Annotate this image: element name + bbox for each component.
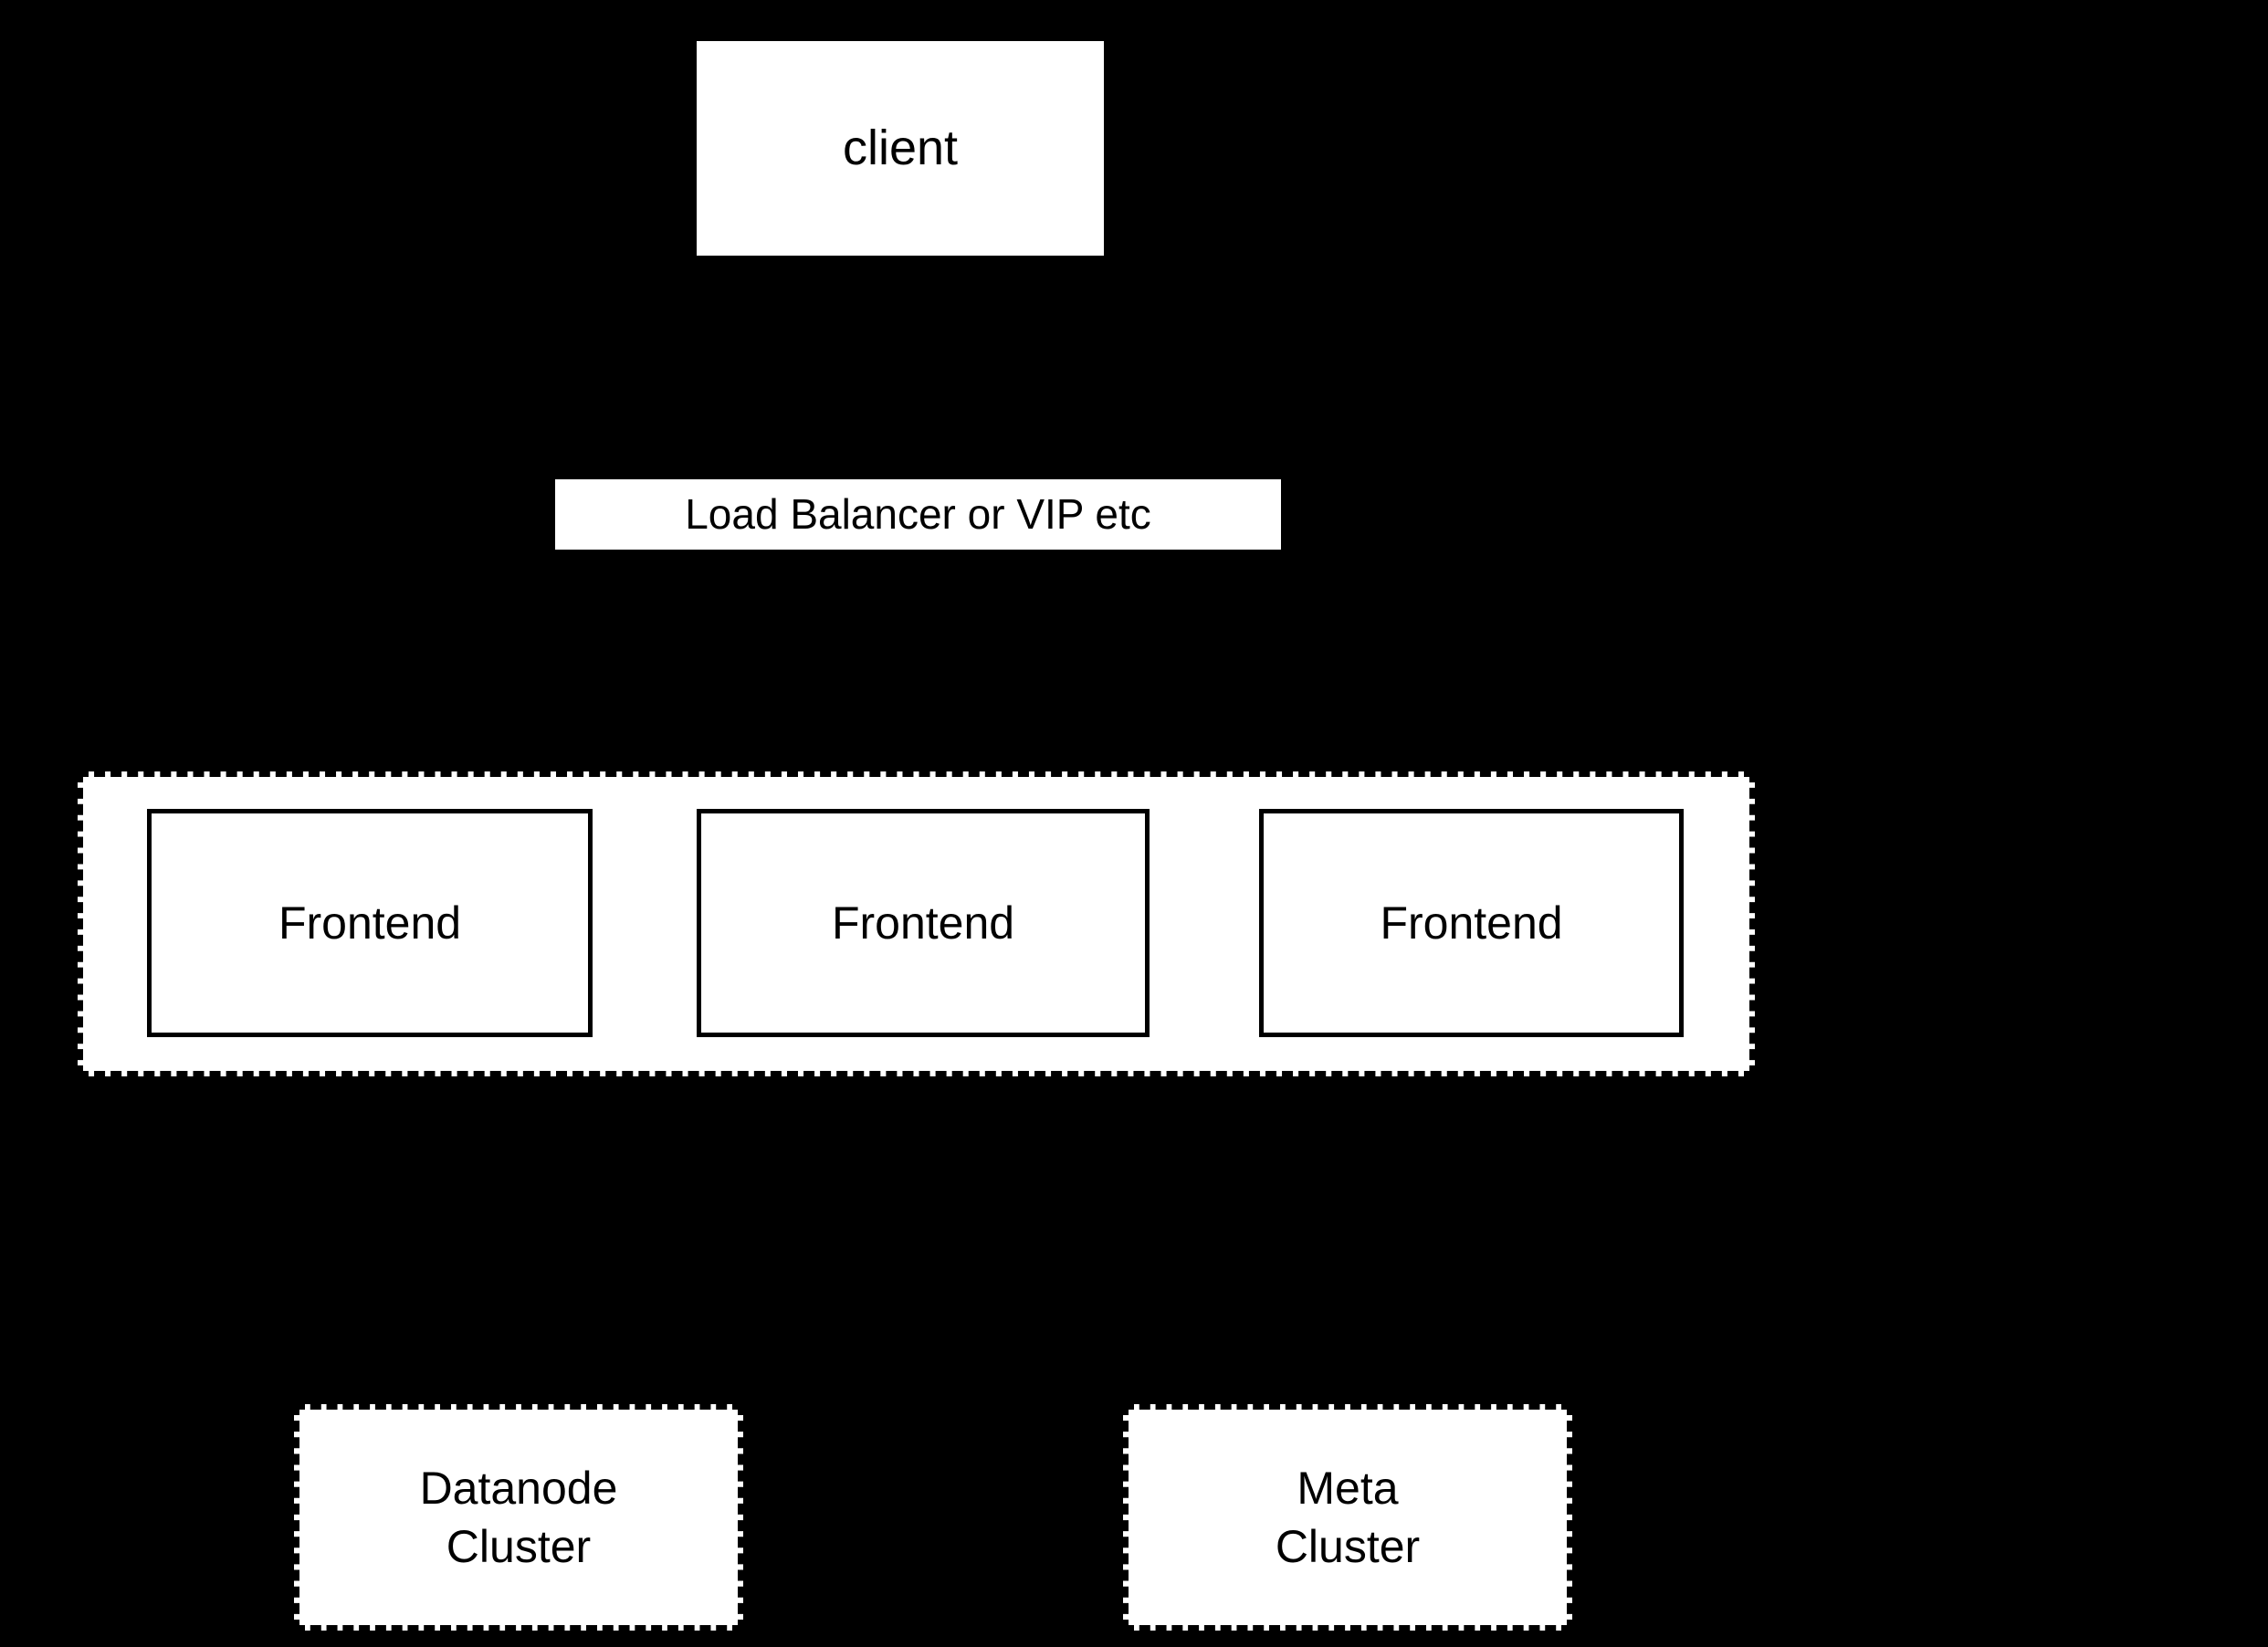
frontend-node-2: Frontend — [697, 809, 1150, 1037]
load-balancer-node-label: Load Balancer or VIP etc — [685, 490, 1151, 539]
load-balancer-node: Load Balancer or VIP etc — [555, 479, 1281, 550]
client-node: client — [697, 41, 1104, 256]
frontend-node-3-label: Frontend — [1380, 897, 1563, 949]
client-node-label: client — [842, 120, 959, 175]
frontend-node-1-label: Frontend — [278, 897, 462, 949]
frontend-node-3: Frontend — [1259, 809, 1684, 1037]
meta-cluster-node-label: Meta Cluster — [1275, 1463, 1421, 1572]
datanode-cluster-node-label: Datanode Cluster — [419, 1463, 618, 1572]
datanode-cluster-node: Datanode Cluster — [294, 1404, 743, 1631]
frontend-cluster-container: Frontend Frontend Frontend — [78, 771, 1755, 1076]
meta-cluster-node: Meta Cluster — [1123, 1404, 1572, 1631]
frontend-node-2-label: Frontend — [831, 897, 1015, 949]
frontend-node-1: Frontend — [147, 809, 593, 1037]
